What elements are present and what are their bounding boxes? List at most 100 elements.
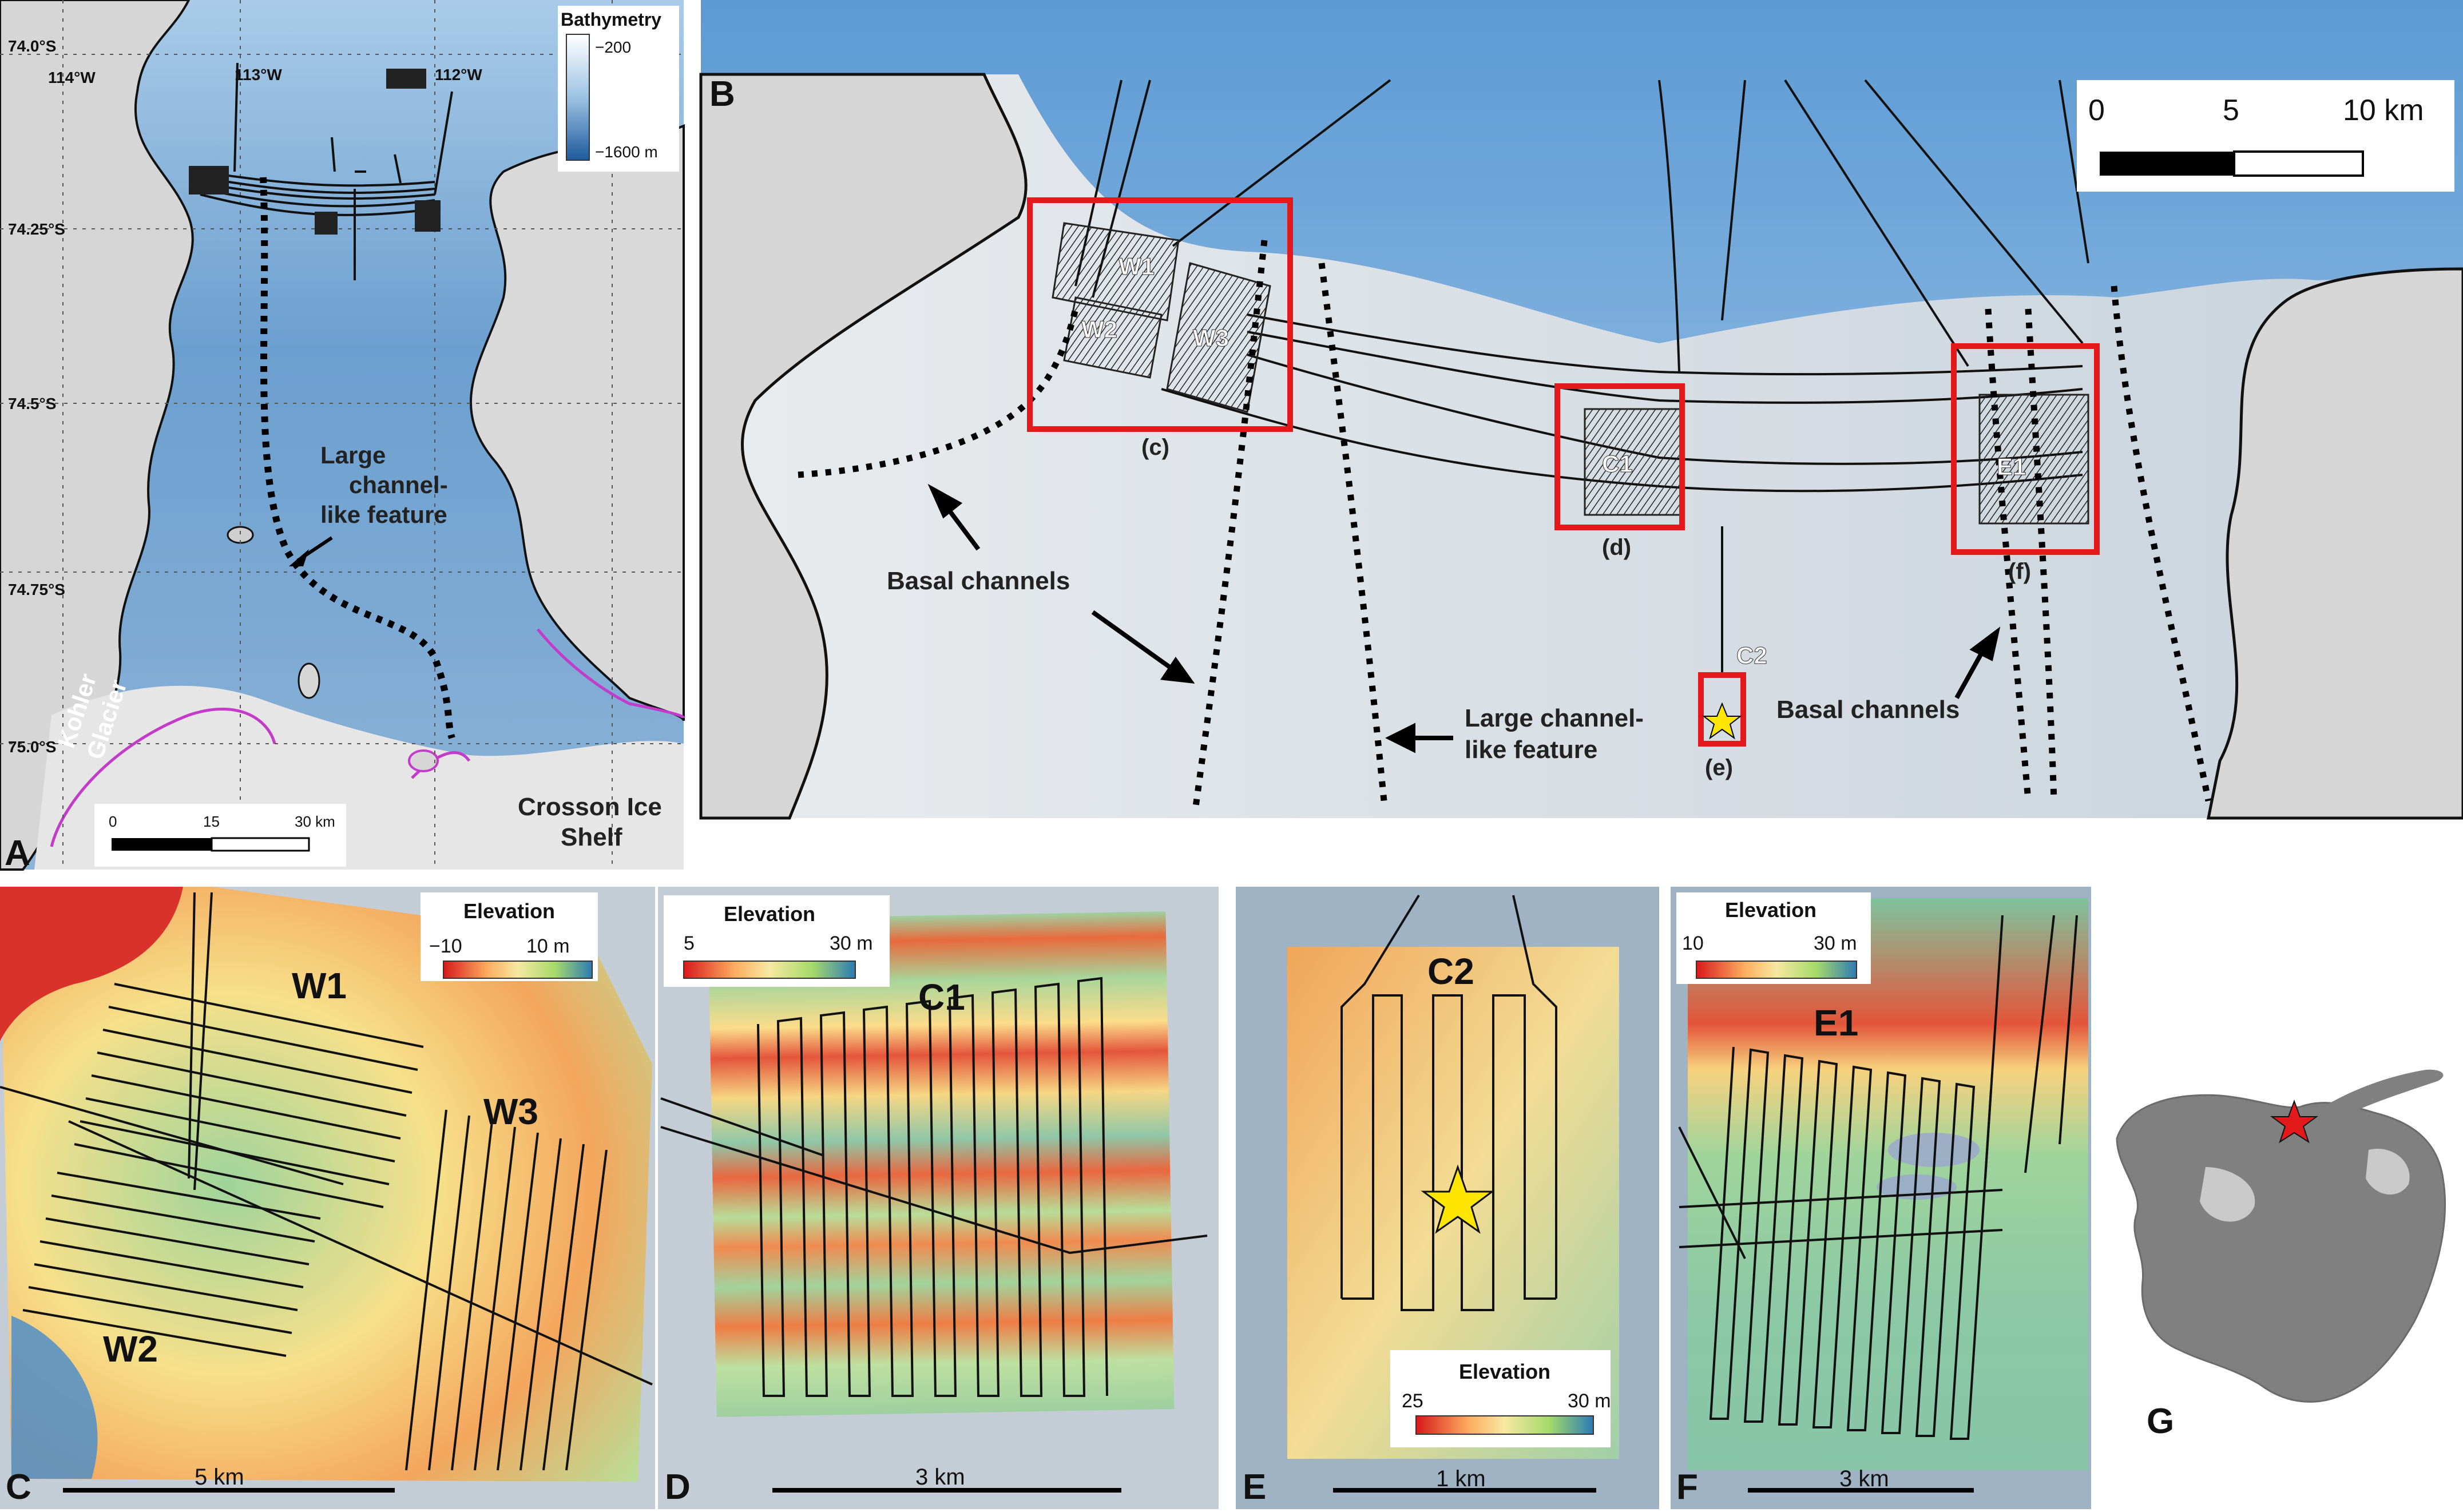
- scale-a-tick: 0: [109, 813, 117, 830]
- scale-f-label: 3 km: [1839, 1466, 1889, 1491]
- elev-legend-e-min: 25: [1402, 1390, 1423, 1412]
- panel-a-channel-path: [260, 177, 455, 739]
- panel-f-bluish-patch: [1888, 1133, 1980, 1167]
- location-star: [2270, 1100, 2319, 1144]
- elev-colorbar-f: [1696, 961, 1857, 979]
- c1-survey-block: [1584, 408, 1683, 516]
- scale-e-label: 1 km: [1436, 1466, 1486, 1491]
- elev-legend-d-min: 5: [684, 932, 695, 954]
- box-e: [1698, 672, 1746, 747]
- box-f: [1951, 343, 2100, 555]
- lon-label: 112°W: [435, 66, 482, 84]
- panel-a-survey-block: [386, 69, 426, 89]
- elev-legend-c-max: 10 m: [526, 935, 570, 957]
- panel-letter-g: G: [2147, 1402, 2174, 1441]
- box-d: [1554, 383, 1685, 530]
- panel-f-survey-lines: [1678, 915, 2078, 1440]
- panel-a-arrowhead: [289, 549, 309, 566]
- elev-legend-f-title: Elevation: [1725, 898, 1816, 922]
- panel-b-arrows: [927, 483, 2001, 753]
- e1-survey-block: [1978, 394, 2089, 525]
- scale-b-tick: 10 km: [2343, 94, 2424, 127]
- c1-label: C1: [1602, 450, 1633, 477]
- basal-channels-left: Basal channels: [887, 567, 1070, 595]
- channel-annotation-line3: like feature: [320, 501, 447, 528]
- panel-d: Elevation 5 30 m C1 3 km D: [658, 887, 1219, 1509]
- caption-c: (c): [1141, 435, 1169, 460]
- scale-a-bar-white: [211, 837, 310, 852]
- panel-a: 74.0°S 74.25°S 74.5°S 74.75°S 75.0°S 114…: [0, 0, 685, 873]
- large-channel-label-2: like feature: [1465, 736, 1597, 764]
- panel-e: C2 Elevation 25 30 m 1 km E: [1236, 887, 1659, 1509]
- c2-label: C2: [1736, 642, 1767, 669]
- c1-detail-label: C1: [918, 977, 965, 1018]
- scale-d-label: 3 km: [915, 1465, 965, 1490]
- bathymetry-colorbar: [566, 34, 590, 161]
- lon-label: 113°W: [235, 66, 282, 84]
- w3-detail-label: W3: [483, 1091, 538, 1132]
- w1-label: W1: [1119, 253, 1155, 280]
- elev-colorbar-c: [443, 961, 593, 979]
- large-channel-label-1: Large channel-: [1465, 704, 1644, 732]
- panel-c: Elevation −10 10 m W1 W2 W3 5 km C: [0, 887, 655, 1509]
- antarctica-shape: [2116, 1094, 2446, 1403]
- ice-shelf-ross: [2200, 1167, 2255, 1222]
- caption-e: (e): [1705, 755, 1733, 780]
- panel-a-survey-block: [315, 212, 338, 235]
- scale-c-label: 5 km: [195, 1465, 244, 1490]
- panel-a-island: [408, 749, 439, 772]
- panel-a-survey-block: [415, 200, 441, 232]
- elev-legend-f-max: 30 m: [1814, 932, 1857, 954]
- elev-legend-f-min: 10: [1682, 932, 1704, 954]
- lat-label: 74.5°S: [8, 395, 56, 412]
- ice-shelf-ronne: [2366, 1149, 2410, 1195]
- lon-label: 114°W: [48, 69, 96, 86]
- lat-label: 75.0°S: [8, 738, 56, 756]
- scale-a-bar-black: [112, 838, 212, 851]
- elev-legend-c-title: Elevation: [463, 899, 555, 923]
- scale-b-bar-black: [2100, 152, 2234, 176]
- c2-detail-star: [1421, 1164, 1495, 1234]
- panel-f: Elevation 10 30 m E1 3 km F: [1671, 887, 2091, 1509]
- c2-detail-label: C2: [1427, 951, 1474, 992]
- w2-detail-label: W2: [103, 1328, 158, 1370]
- w1-survey-block: [1052, 222, 1180, 322]
- bathymetry-min-label: −1600 m: [595, 143, 658, 161]
- e1-detail-label: E1: [1814, 1002, 1858, 1043]
- channel-annotation-line2: channel-: [349, 471, 448, 498]
- bathymetry-max-label: −200: [595, 38, 631, 56]
- e1-label: E1: [1997, 453, 2026, 480]
- elev-legend-d-title: Elevation: [724, 902, 815, 926]
- panel-c-dem: [0, 887, 652, 1482]
- scale-a-tick: 15: [203, 813, 220, 830]
- scale-a-tick: 30 km: [295, 813, 335, 830]
- basal-channels-right: Basal channels: [1776, 696, 1960, 724]
- panel-a-survey-block: [189, 166, 229, 195]
- panel-b-channels: [798, 240, 2212, 807]
- panel-e-survey-lines: [1340, 894, 1557, 1311]
- panel-letter-e: E: [1243, 1467, 1266, 1507]
- antarctic-peninsula: [2323, 1069, 2444, 1116]
- box-c: [1027, 197, 1293, 432]
- lat-label: 74.25°S: [8, 220, 65, 238]
- panel-a-island: [298, 662, 320, 699]
- elev-legend-d-max: 30 m: [830, 932, 873, 954]
- panel-d-survey-lines: [660, 977, 1208, 1397]
- panel-letter-a: A: [5, 834, 30, 873]
- elev-colorbar-e: [1415, 1415, 1594, 1435]
- panel-c-survey-lines: [0, 892, 653, 1471]
- elev-legend-e-max: 30 m: [1568, 1390, 1611, 1412]
- panel-b-left-land: [699, 73, 1028, 820]
- elev-legend-e-title: Elevation: [1459, 1360, 1550, 1383]
- scale-a-box: [94, 804, 346, 867]
- w2-label: W2: [1081, 316, 1117, 343]
- panel-letter-c: C: [6, 1467, 31, 1507]
- c2-star: [1702, 702, 1742, 740]
- channel-annotation-line1: Large: [320, 442, 386, 469]
- caption-f: (f): [2008, 559, 2031, 584]
- w3-survey-block: [1166, 262, 1271, 413]
- caption-d: (d): [1602, 535, 1631, 560]
- scale-b-tick: 0: [2088, 94, 2105, 127]
- scale-b-bar-white: [2233, 150, 2364, 177]
